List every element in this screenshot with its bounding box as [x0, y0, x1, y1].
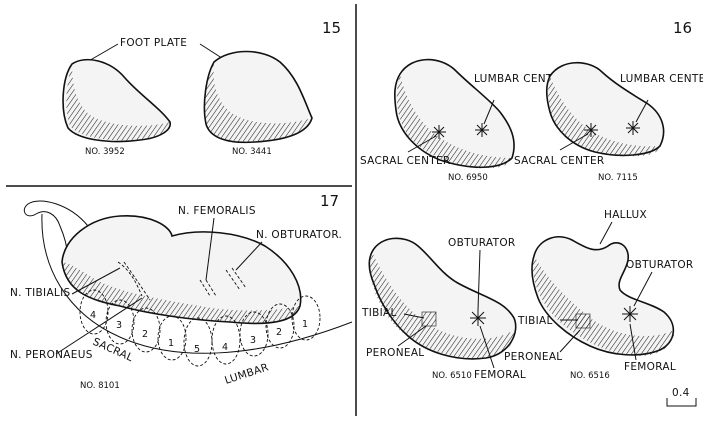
svg-text:2: 2	[276, 327, 282, 338]
embryo-limb-3441	[203, 50, 313, 144]
svg-text:1: 1	[302, 319, 308, 330]
sacral-center-star-6950	[432, 125, 446, 139]
svg-text:3: 3	[250, 335, 256, 346]
n-obturator-label: N. OBTURATOR.	[256, 229, 342, 241]
femoral-star-6516	[622, 306, 638, 322]
lumbar-center-star-6950	[475, 123, 489, 137]
embryo-limb-7115	[545, 62, 665, 157]
obturator-star-6510	[470, 310, 486, 326]
foot-plate-label: FOOT PLATE	[120, 37, 187, 49]
lumbar-center-star-7115	[626, 121, 640, 135]
scale-bar-label: 0.4	[672, 387, 690, 399]
sacral-center-star-7115	[584, 123, 598, 137]
tibialis-leader	[71, 267, 121, 295]
lumbar-leader-2	[635, 99, 649, 123]
lumbar-leader-1	[483, 99, 495, 125]
embryo-limb-8101	[61, 215, 302, 325]
svg-text:3: 3	[116, 320, 122, 331]
scale-bar: 0.4	[666, 387, 697, 407]
peronaeus-leader	[55, 297, 143, 355]
hallux-label: HALLUX	[604, 209, 647, 221]
n-femoralis-label: N. FEMORALIS	[178, 205, 256, 217]
dermatome-petals	[79, 289, 321, 367]
specimen-6516: NO. 6516	[570, 371, 610, 381]
obturator-label-2: OBTURATOR	[626, 259, 693, 271]
tibial-label-1: TIBIAL	[361, 307, 397, 319]
peroneal-label-2: PERONEAL	[504, 351, 562, 363]
sacral-center-label-2: SACRAL CENTER	[514, 155, 605, 167]
obturator-label-1: OBTURATOR	[448, 237, 515, 249]
svg-text:1: 1	[168, 338, 174, 349]
large-arc	[41, 213, 353, 354]
specimen-3441: NO. 3441	[232, 147, 272, 157]
tibial-spot-6510	[421, 311, 437, 327]
panel-15-number: 15	[322, 19, 341, 37]
embryo-limb-6950	[394, 58, 515, 169]
peroneal-leader-2	[559, 329, 581, 353]
femoralis-leader	[205, 217, 215, 281]
svg-text:2: 2	[142, 329, 148, 340]
lumbar-center-label-1: LUMBAR CENTER	[474, 73, 567, 85]
panel-16-number: 16	[673, 19, 692, 37]
femoral-leader-2	[629, 323, 637, 361]
specimen-6510: NO. 6510	[432, 371, 472, 381]
obturator-leader	[235, 241, 263, 271]
svg-text:4: 4	[90, 310, 96, 321]
n-peronaeus-label: N. PERONAEUS	[10, 349, 93, 361]
svg-text:4: 4	[222, 342, 228, 353]
tibial-spot-6516	[575, 313, 591, 329]
lumbar-center-label-2: LUMBAR CENTER	[620, 73, 703, 85]
embryo-limb-3952	[62, 58, 171, 143]
sacral-center-label-1: SACRAL CENTER	[360, 155, 451, 167]
dermatome-digits: 4 3 2 1 5 4 3 2 1	[90, 310, 308, 355]
lumbar-label: LUMBAR	[223, 361, 270, 386]
svg-text:5: 5	[194, 344, 200, 355]
tibial-label-2: TIBIAL	[517, 315, 553, 327]
embryo-limb-6510	[368, 237, 517, 360]
hallux-leader	[599, 221, 613, 245]
femoralis-nerve-path	[199, 279, 217, 297]
specimen-7115: NO. 7115	[598, 173, 638, 183]
femoral-label-1: FEMORAL	[474, 369, 526, 381]
tail-curl	[23, 200, 89, 271]
panel-17-number: 17	[320, 192, 339, 210]
specimen-6950: NO. 6950	[448, 173, 488, 183]
specimen-3952: NO. 3952	[85, 147, 125, 157]
peroneal-label-1: PERONEAL	[366, 347, 424, 359]
obturator-leader-1	[477, 249, 481, 311]
tibialis-nerve-path	[117, 261, 143, 297]
specimen-8101: NO. 8101	[80, 381, 120, 391]
embryo-limb-6516	[531, 236, 675, 356]
femoral-leader-1	[479, 325, 495, 369]
femoral-label-2: FEMORAL	[624, 361, 676, 373]
sacral-leader-2	[559, 133, 589, 151]
sacral-leader-1	[407, 135, 437, 153]
obturator-nerve-path	[225, 267, 247, 291]
n-tibialis-label: N. TIBIALIS	[10, 287, 70, 299]
peroneal-leader-1	[397, 325, 427, 347]
obturator-leader-2	[633, 271, 653, 307]
tibial-leader-1	[403, 313, 425, 319]
